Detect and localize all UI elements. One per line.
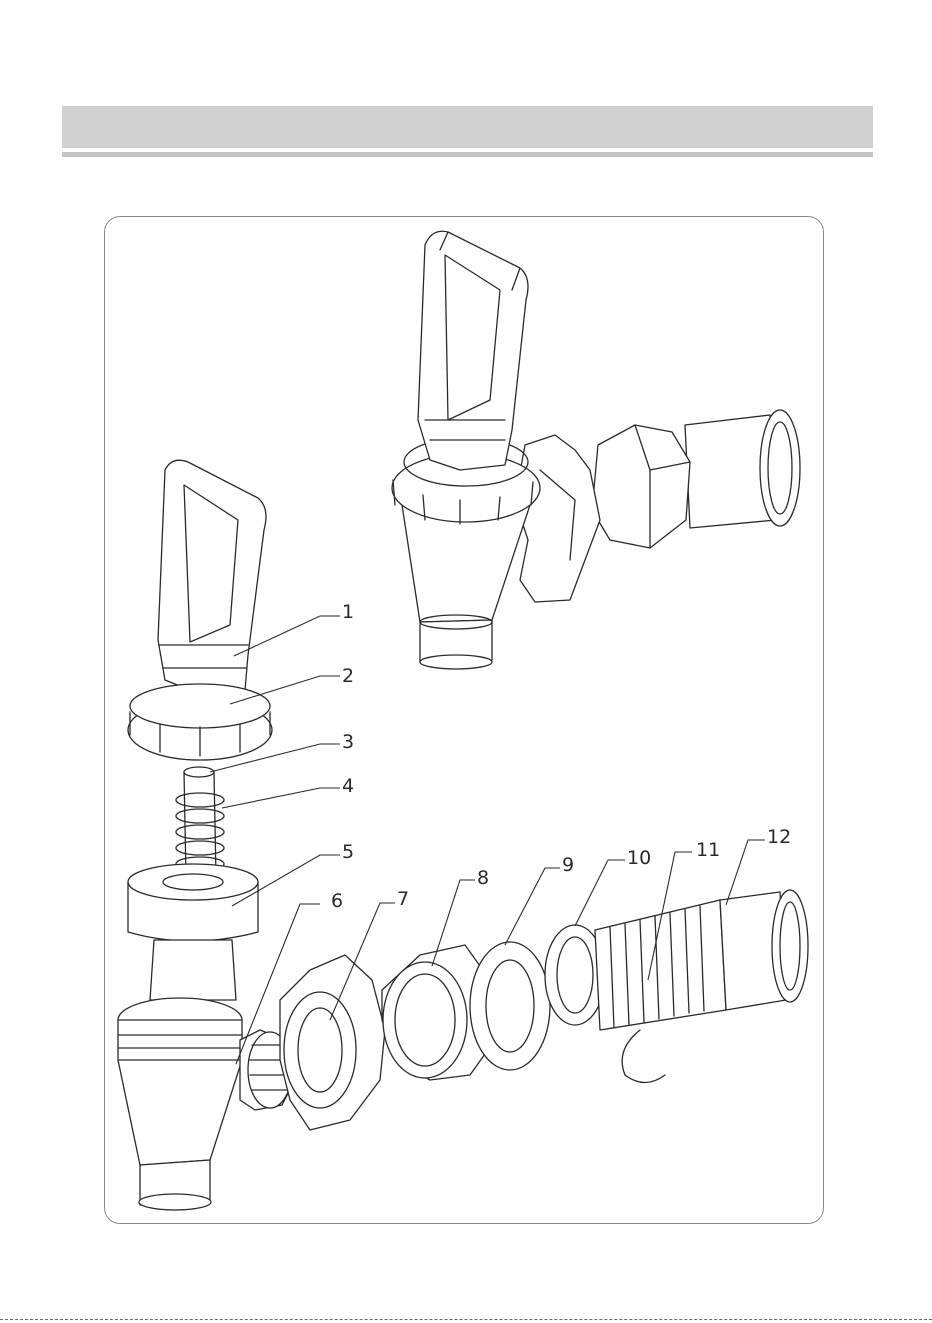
label-12: 12 (767, 826, 791, 848)
label-6: 6 (331, 890, 343, 912)
label-1: 1 (342, 601, 354, 623)
part-1-handle (158, 460, 266, 704)
label-3: 3 (342, 731, 354, 753)
label-7: 7 (397, 888, 409, 910)
label-9: 9 (562, 854, 574, 876)
part-11-thread (595, 900, 726, 1083)
part-9-washer (470, 942, 550, 1070)
label-4: 4 (342, 775, 354, 797)
assembled-faucet (392, 231, 800, 669)
label-5: 5 (342, 841, 354, 863)
part-12-outlet (720, 890, 808, 1010)
part-2-cap (128, 684, 272, 760)
label-8: 8 (477, 867, 489, 889)
label-11: 11 (696, 839, 720, 861)
part-7-wingnut (280, 955, 385, 1130)
part-labels: 1 2 3 4 5 6 7 8 9 10 11 12 (331, 601, 791, 912)
label-10: 10 (627, 847, 651, 869)
label-2: 2 (342, 665, 354, 687)
bottom-rule (0, 1319, 932, 1320)
body (118, 940, 242, 1210)
